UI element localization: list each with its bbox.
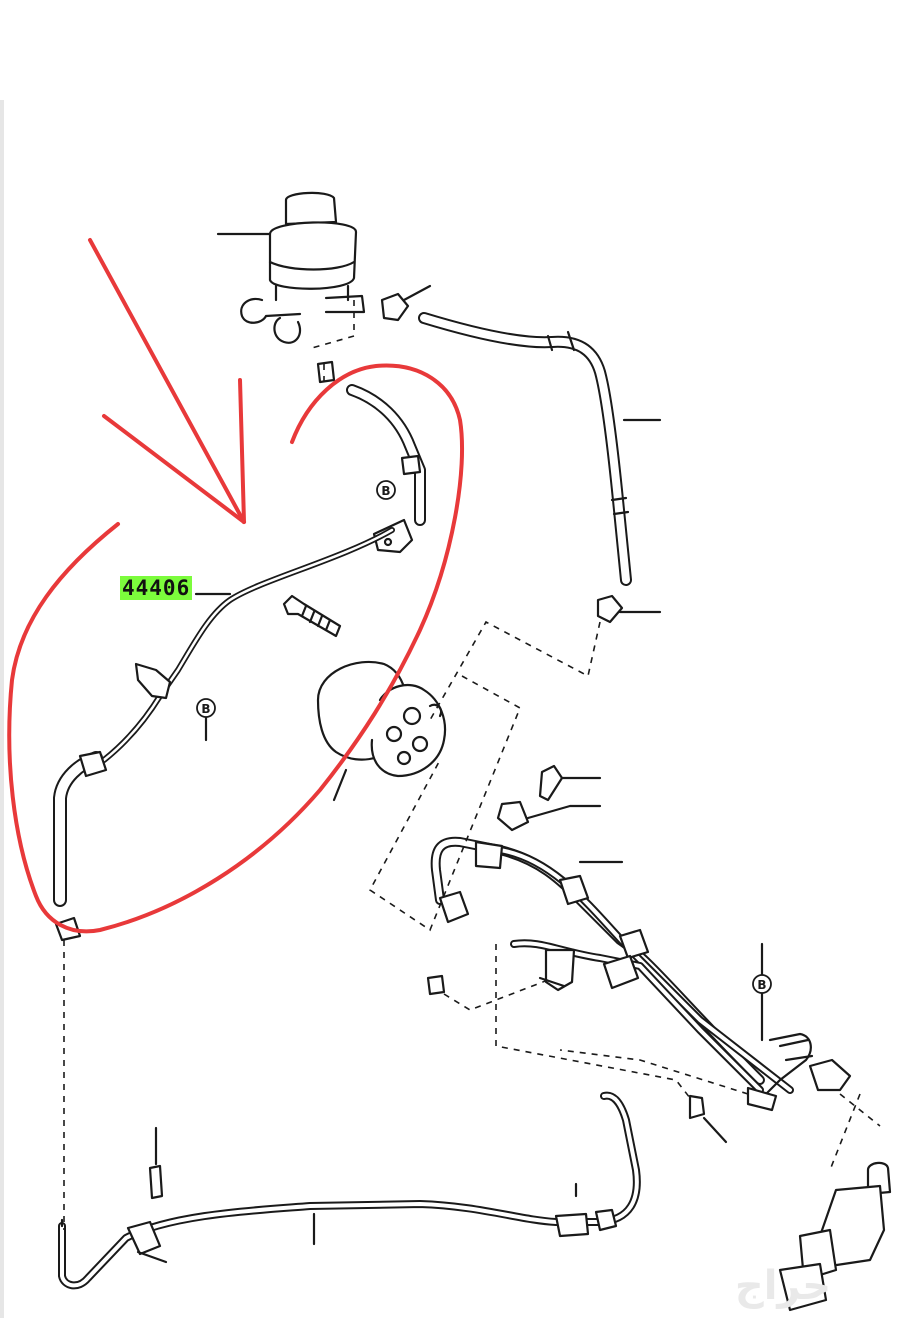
return-hose [418,312,662,624]
red-annotation [7,238,464,934]
haraj-watermark: حراج [734,1263,832,1309]
svg-text:B: B [201,702,210,716]
pressure-pipe-44406 [53,384,426,907]
svg-text:B: B [381,484,390,498]
svg-text:B: B [757,978,766,992]
ref-b-callout-1: B [376,480,396,500]
steering-gear [778,1161,892,1312]
red-arrow-head-left [102,414,246,524]
red-arrow-head-right [238,378,246,524]
ref-b-callout-2: B [196,698,216,718]
power-steering-pump [316,660,447,802]
part-number-label: 44406 [120,576,193,600]
ref-b-callout-3: B [752,974,772,994]
reservoir-tank [216,191,432,344]
lower-hose-assembly [426,764,852,1112]
red-highlight-loop [7,363,464,934]
red-arrow-shaft [88,238,246,524]
mounting-bolt [282,594,342,638]
bottom-return-pipe [58,1091,728,1290]
